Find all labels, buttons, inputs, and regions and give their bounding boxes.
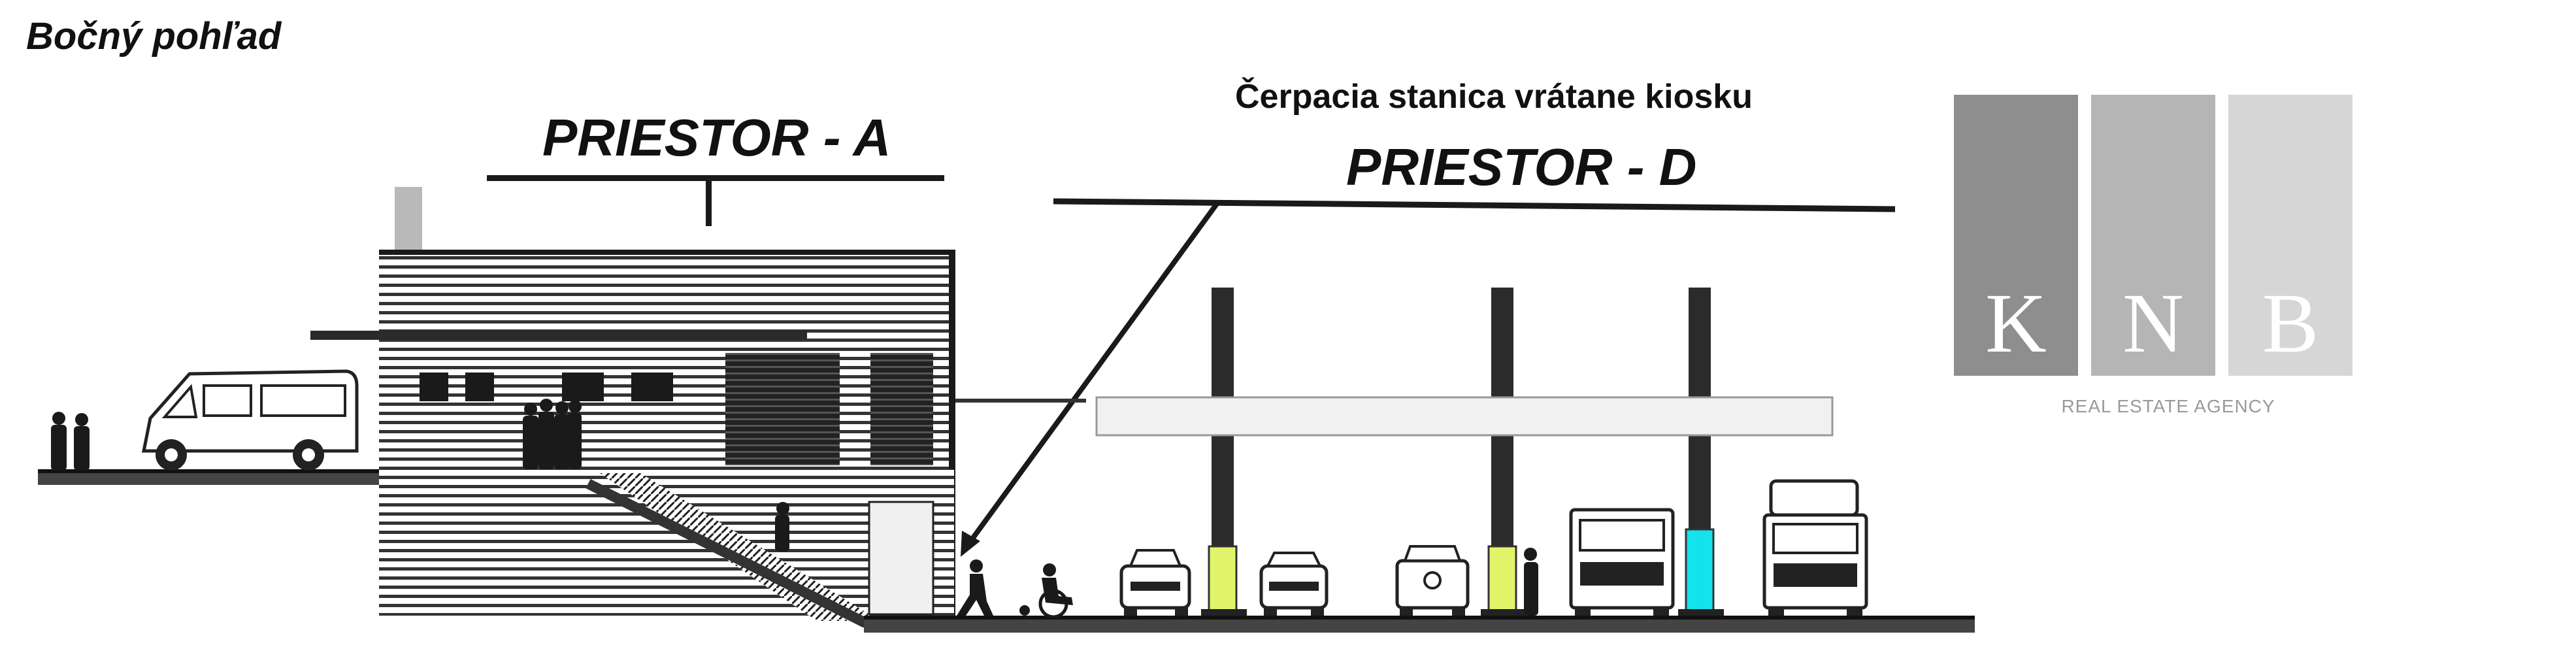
louver-window — [870, 353, 933, 465]
logo-block-k — [1954, 95, 2078, 376]
staircase — [600, 473, 869, 621]
arrow-head-icon — [961, 531, 980, 557]
logo-letter-k: K — [1985, 276, 2047, 371]
space-a-leader — [487, 175, 944, 226]
logo-letter-n: N — [2122, 276, 2184, 371]
building — [310, 187, 1086, 616]
car-icon — [1119, 549, 1191, 616]
pump-yellow — [1487, 545, 1517, 616]
pedestrian-icon — [51, 412, 90, 471]
pedestrian-icon — [957, 559, 993, 616]
space-d-leader — [961, 198, 1896, 557]
view-title: Bočný pohľad — [26, 15, 282, 58]
logo-block-b — [2228, 95, 2353, 376]
space-a-title: PRIESTOR - A — [542, 108, 891, 167]
space-d-title: PRIESTOR - D — [1346, 138, 1697, 196]
window — [631, 373, 673, 401]
pedestrian-icon — [1524, 548, 1538, 616]
wheelchair-icon — [1019, 563, 1073, 619]
window — [420, 373, 448, 401]
space-d-subtitle: Čerpacia stanica vrátane kiosku — [1235, 78, 1753, 116]
group-of-people-icon — [523, 399, 582, 469]
logo-caption: REAL ESTATE AGENCY — [2061, 396, 2275, 416]
louver-window — [725, 353, 840, 465]
truck-icon — [1762, 479, 1868, 616]
window — [562, 373, 604, 401]
knb-logo — [1954, 95, 2353, 376]
car-icon — [1395, 545, 1470, 616]
pedestrian-icon — [775, 502, 789, 552]
fuel-station — [1095, 288, 1834, 616]
truck-icon — [1569, 508, 1675, 616]
van-icon — [141, 369, 359, 471]
pump-cyan — [1685, 528, 1715, 616]
car-icon — [1259, 552, 1329, 616]
logo-letter-b: B — [2262, 276, 2319, 371]
door — [868, 501, 934, 616]
window — [465, 373, 494, 401]
pump-yellow — [1208, 545, 1238, 616]
logo-block-n — [2091, 95, 2215, 376]
canopy-roof — [1095, 396, 1834, 437]
